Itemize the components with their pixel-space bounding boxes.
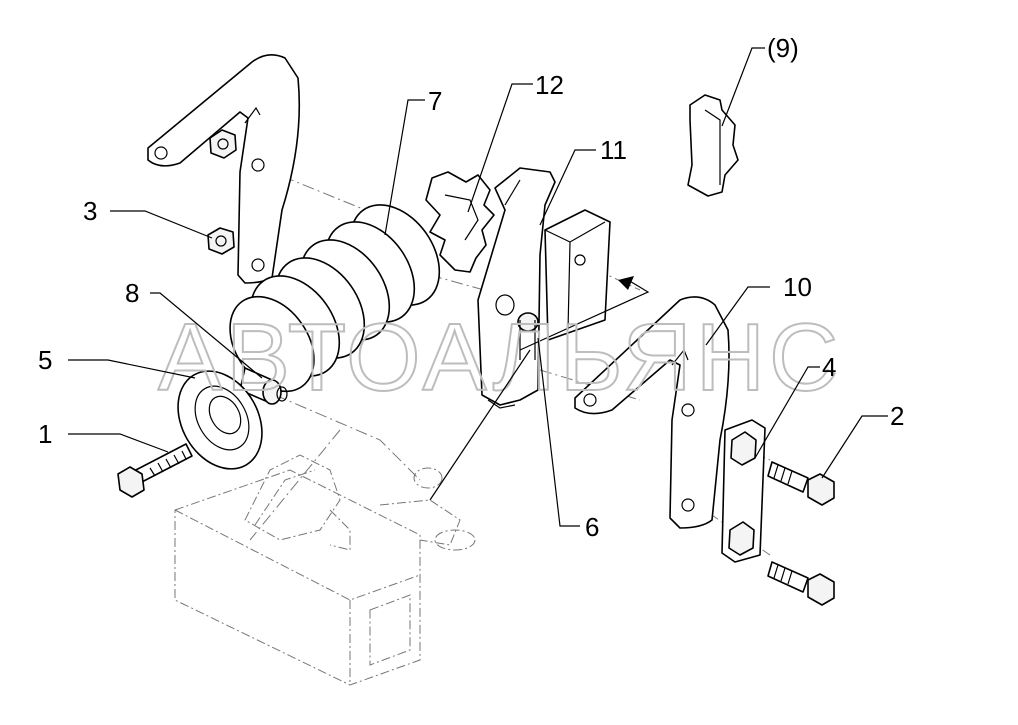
callout-5: 5 xyxy=(38,345,52,375)
spare-clip-part xyxy=(687,94,739,197)
bolt-left-part xyxy=(117,443,193,498)
assembly-direction-arrow xyxy=(519,276,650,351)
latch-plate-part xyxy=(477,167,556,409)
callout-3: 3 xyxy=(83,196,97,226)
upper-bracket-part xyxy=(147,54,301,284)
callout-7: 7 xyxy=(428,86,442,116)
gear-clip-part xyxy=(425,171,495,273)
callout-12: 12 xyxy=(535,70,564,100)
lower-bracket-part xyxy=(574,296,730,529)
watermark-text: АВТОАЛЬЯНС xyxy=(158,304,842,411)
callout-2: 2 xyxy=(890,401,904,431)
callout-11: 11 xyxy=(600,135,627,165)
bolt-right-lower-part xyxy=(767,561,835,606)
callout-9: (9) xyxy=(767,33,799,63)
callout-10: 10 xyxy=(783,272,812,302)
callout-4: 4 xyxy=(822,352,836,382)
coil-spring-part xyxy=(229,204,441,393)
phantom-frame-block xyxy=(174,454,476,686)
bolt-right-upper-part xyxy=(767,461,835,506)
rectangular-pad-part xyxy=(544,209,611,341)
callout-6: 6 xyxy=(585,512,599,542)
hex-nut-lower xyxy=(207,227,235,255)
leader-lines xyxy=(68,47,888,527)
nut-plate-part xyxy=(721,419,766,563)
callout-8: 8 xyxy=(125,278,139,308)
hex-nut-upper xyxy=(209,129,237,159)
washer-cap-part xyxy=(177,370,263,470)
callout-labels: 1 2 3 4 5 6 7 8 (9) 10 11 12 xyxy=(38,33,904,542)
callout-1: 1 xyxy=(38,419,52,449)
pin-part xyxy=(239,367,288,405)
